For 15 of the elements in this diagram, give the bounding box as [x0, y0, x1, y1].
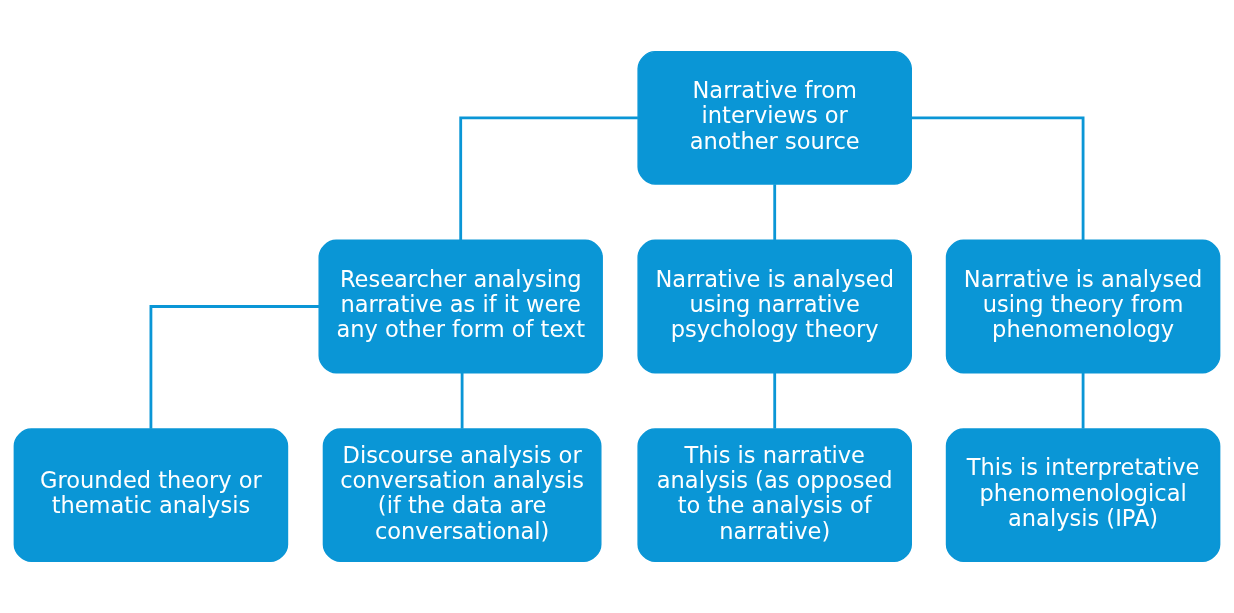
- node-box: Researcher analysing narrative as if it were any other form of text: [318, 239, 603, 374]
- node-box: Grounded theory or thematic analysis: [13, 428, 289, 563]
- node-box: This is interpretative phenomenological analysis (IPA): [945, 428, 1221, 563]
- connector: [459, 116, 638, 240]
- node-box: Narrative is analysed using narrative psychology theory: [637, 239, 912, 374]
- connector: [460, 373, 464, 429]
- node-box: Narrative is analysed using theory from phenomenology: [945, 239, 1221, 374]
- node-box: This is narrative analysis (as opposed to the analysis of narrative): [637, 428, 912, 563]
- node-box: Narrative from interviews or another source: [637, 50, 912, 185]
- node-box: Discourse analysis or conversation analysis (if the data are conversational): [322, 428, 602, 563]
- connector: [1081, 373, 1085, 429]
- connector: [911, 116, 1085, 240]
- connector: [773, 373, 777, 429]
- connector: [773, 184, 777, 240]
- connector: [149, 305, 319, 429]
